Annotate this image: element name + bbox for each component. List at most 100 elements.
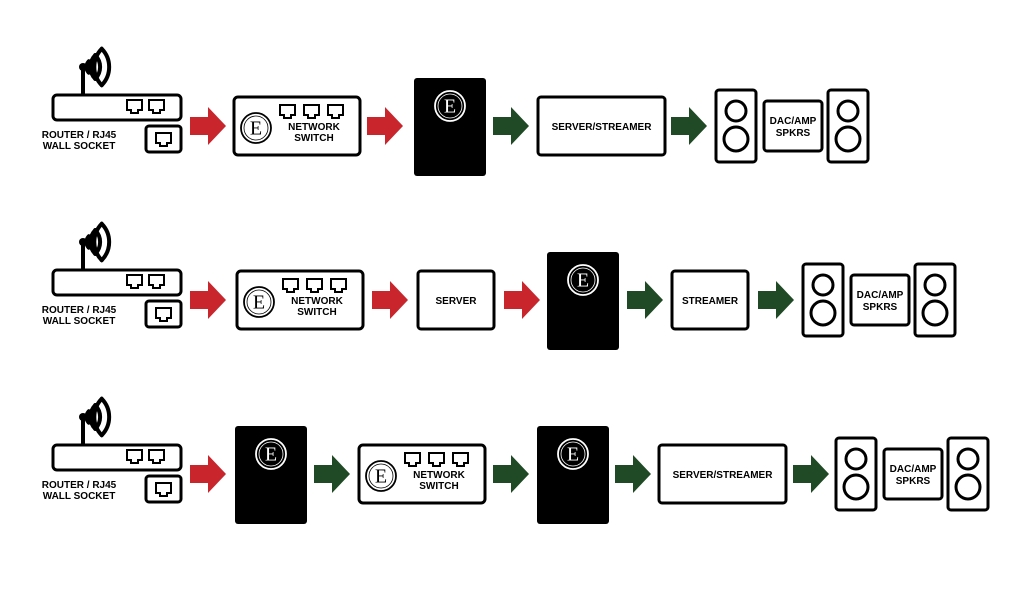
rj45-port-icon [303, 104, 320, 119]
red-arrow-icon [504, 281, 540, 319]
dac-amp-label-line2: SPKRS [776, 128, 811, 139]
server-streamer-box [657, 443, 788, 505]
e-logo-icon: E [255, 438, 287, 470]
rj45-port-icon [306, 278, 323, 293]
rj45-port-icon [148, 449, 165, 464]
dac-amp-label-line1: DAC/AMP [890, 464, 937, 475]
e-device-box [235, 426, 307, 524]
rj45-port-icon [126, 99, 143, 114]
router-label-line1: ROUTER / RJ45 [42, 305, 117, 316]
rj45-port-icon [148, 99, 165, 114]
wifi-icon [84, 46, 112, 88]
streamer-box [670, 269, 750, 331]
e-logo-icon: E [365, 460, 397, 492]
router-label-line2: WALL SOCKET [43, 141, 116, 152]
network-switch-label-line2: SWITCH [419, 481, 458, 492]
speaker-icon [946, 436, 990, 512]
rj45-port-icon [155, 132, 172, 147]
e-logo-icon: E [240, 112, 272, 144]
e-device: E [235, 426, 307, 524]
rj45-port-icon [327, 104, 344, 119]
e-logo-letter: E [253, 291, 265, 313]
router-label-line1: ROUTER / RJ45 [42, 130, 117, 141]
router-label-line1: ROUTER / RJ45 [42, 480, 117, 491]
rj45-port-icon [155, 482, 172, 497]
e-logo-letter: E [250, 117, 262, 139]
dac-amp-box [762, 99, 824, 153]
e-device-box [414, 78, 486, 176]
router-label-line2: WALL SOCKET [43, 316, 116, 327]
dac-amp-label-line2: SPKRS [863, 302, 898, 313]
e-device-box [547, 252, 619, 350]
router-label-line2: WALL SOCKET [43, 491, 116, 502]
e-logo-letter: E [444, 95, 456, 117]
red-arrow-icon [190, 107, 226, 145]
server: SERVER [416, 269, 496, 331]
rj45-port-icon [428, 452, 445, 467]
network-switch-label-line2: SWITCH [297, 307, 336, 318]
red-arrow-icon [190, 281, 226, 319]
server-box [416, 269, 496, 331]
rj45-port-icon [404, 452, 421, 467]
e-logo-icon: E [557, 438, 589, 470]
dac-amp-box [849, 273, 911, 327]
server-streamer: SERVER/STREAMER [536, 95, 667, 157]
network-switch-label-line1: NETWORK [288, 122, 340, 133]
rj45-port-icon [330, 278, 347, 293]
rj45-port-icon [282, 278, 299, 293]
rj45-port-icon [148, 274, 165, 289]
rj45-port-icon [452, 452, 469, 467]
rj45-port-icon [155, 307, 172, 322]
green-arrow-icon [671, 107, 707, 145]
e-logo-letter: E [577, 269, 589, 291]
e-device: E [414, 78, 486, 176]
green-arrow-icon [493, 455, 529, 493]
dac-amp-label-line2: SPKRS [896, 476, 931, 487]
red-arrow-icon [372, 281, 408, 319]
e-device: E [537, 426, 609, 524]
server-streamer: SERVER/STREAMER [657, 443, 788, 505]
green-arrow-icon [615, 455, 651, 493]
wifi-icon [84, 396, 112, 438]
green-arrow-icon [314, 455, 350, 493]
speaker-icon [913, 262, 957, 338]
e-device: E [547, 252, 619, 350]
speaker-icon [826, 88, 870, 164]
server-streamer-box [536, 95, 667, 157]
green-arrow-icon [758, 281, 794, 319]
server-label: SERVER [436, 296, 478, 307]
server-streamer-label: SERVER/STREAMER [673, 470, 774, 481]
dac-amp-box [882, 447, 944, 501]
e-logo-icon: E [567, 264, 599, 296]
e-logo-letter: E [567, 443, 579, 465]
network-switch-label-line1: NETWORK [291, 296, 343, 307]
speaker-icon [801, 262, 845, 338]
green-arrow-icon [793, 455, 829, 493]
speaker-icon [714, 88, 758, 164]
e-logo-letter: E [375, 465, 387, 487]
green-arrow-icon [627, 281, 663, 319]
e-logo-icon: E [434, 90, 466, 122]
server-streamer-label: SERVER/STREAMER [552, 122, 653, 133]
rj45-port-icon [126, 449, 143, 464]
e-logo-letter: E [265, 443, 277, 465]
rj45-port-icon [279, 104, 296, 119]
streamer-label: STREAMER [682, 296, 739, 307]
network-switch-label-line2: SWITCH [294, 133, 333, 144]
e-logo-icon: E [243, 286, 275, 318]
dac-amp-label-line1: DAC/AMP [857, 290, 904, 301]
speaker-icon [834, 436, 878, 512]
